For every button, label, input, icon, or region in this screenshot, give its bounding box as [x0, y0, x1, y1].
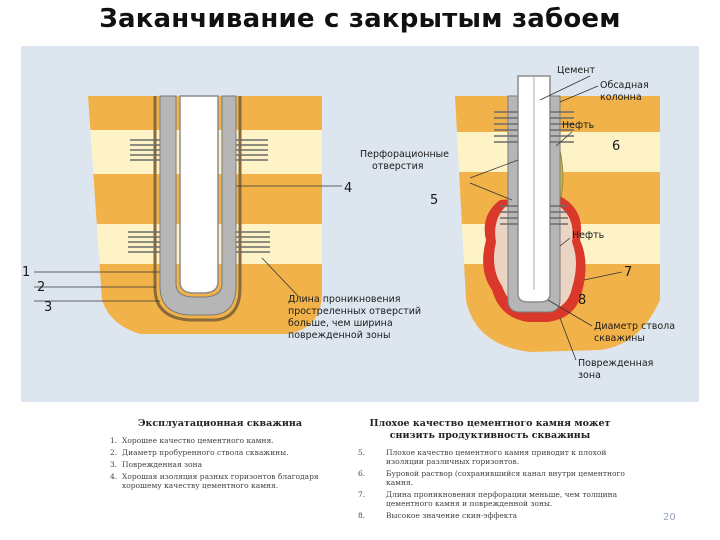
label-8: 8 — [578, 293, 586, 308]
left-borehole-wall — [153, 96, 242, 322]
svg-text:отверстия: отверстия — [372, 161, 423, 172]
left-casing-bore — [179, 95, 219, 294]
left-leader-lines — [34, 185, 342, 302]
right-perforations — [494, 111, 574, 225]
page-number: 20 — [663, 512, 676, 523]
penetration-note: Длина проникновения простреленных отверс… — [288, 294, 421, 341]
label-oil-top: Нефть — [562, 120, 595, 131]
legend-left-heading: Эксплуатационная скважина — [137, 418, 303, 429]
label-1: 1 — [22, 265, 30, 280]
label-cement: Цемент — [557, 65, 595, 76]
left-perforations-lower — [128, 231, 270, 253]
left-cement — [159, 95, 237, 316]
legend-left: Эксплуатационная скважина 1.Хорошее каче… — [100, 418, 340, 493]
label-damaged-zone: Поврежденная зона — [578, 358, 653, 381]
label-5: 5 — [430, 193, 438, 208]
legend-item: 8.Высокое значение скин-эффекта — [358, 511, 518, 520]
svg-text:Перфорационные: Перфорационные — [360, 149, 449, 160]
legend-right: Плохое качество цементного камня может с… — [350, 418, 630, 523]
legend-right-heading: Плохое качество цементного камня может с… — [369, 418, 611, 441]
legend-item: 4.Хорошая изоляция разных горизонтов бла… — [110, 472, 319, 490]
svg-text:поврежденной зоны: поврежденной зоны — [288, 330, 390, 341]
page-title: Заканчивание с закрытым забоем — [99, 4, 621, 34]
label-casing: Обсадная колонна — [600, 80, 649, 103]
label-4: 4 — [344, 181, 352, 196]
legend: Эксплуатационная скважина 1.Хорошее каче… — [100, 418, 660, 538]
legend-item: 2.Диаметр пробуренного ствола скважины. — [110, 448, 289, 457]
svg-text:Обсадная: Обсадная — [600, 80, 649, 91]
legend-item: 1.Хорошее качество цементного камня. — [110, 436, 274, 445]
label-hole-diameter: Диаметр ствола скважины — [594, 321, 675, 344]
label-oil-bottom: Нефть — [572, 230, 605, 241]
label-perforations: Перфорационные отверстия — [360, 149, 449, 172]
label-7: 7 — [624, 265, 632, 280]
svg-text:Длина проникновения: Длина проникновения — [288, 294, 400, 305]
svg-text:зона: зона — [578, 370, 601, 381]
label-3: 3 — [44, 300, 52, 315]
legend-item: 3.Поврежденная зона — [110, 460, 203, 469]
legend-item: 7.Длина проникновения перфорации меньше,… — [358, 490, 618, 508]
right-leader-lines — [469, 75, 623, 361]
label-2: 2 — [37, 280, 45, 295]
svg-text:колонна: колонна — [600, 92, 642, 103]
label-6: 6 — [612, 139, 620, 154]
svg-text:простреленных отверстий: простреленных отверстий — [288, 306, 421, 317]
legend-item: 6.Буровой раствор (сохранившийся канал в… — [358, 469, 625, 487]
svg-text:Поврежденная: Поврежденная — [578, 358, 653, 369]
svg-text:скважины: скважины — [594, 333, 645, 344]
svg-text:Диаметр ствола: Диаметр ствола — [594, 321, 675, 332]
svg-text:больше, чем ширина: больше, чем ширина — [288, 318, 393, 329]
left-perforations-upper — [130, 139, 268, 161]
legend-item: 5.Плохое качество цементного камня приво… — [358, 448, 607, 466]
